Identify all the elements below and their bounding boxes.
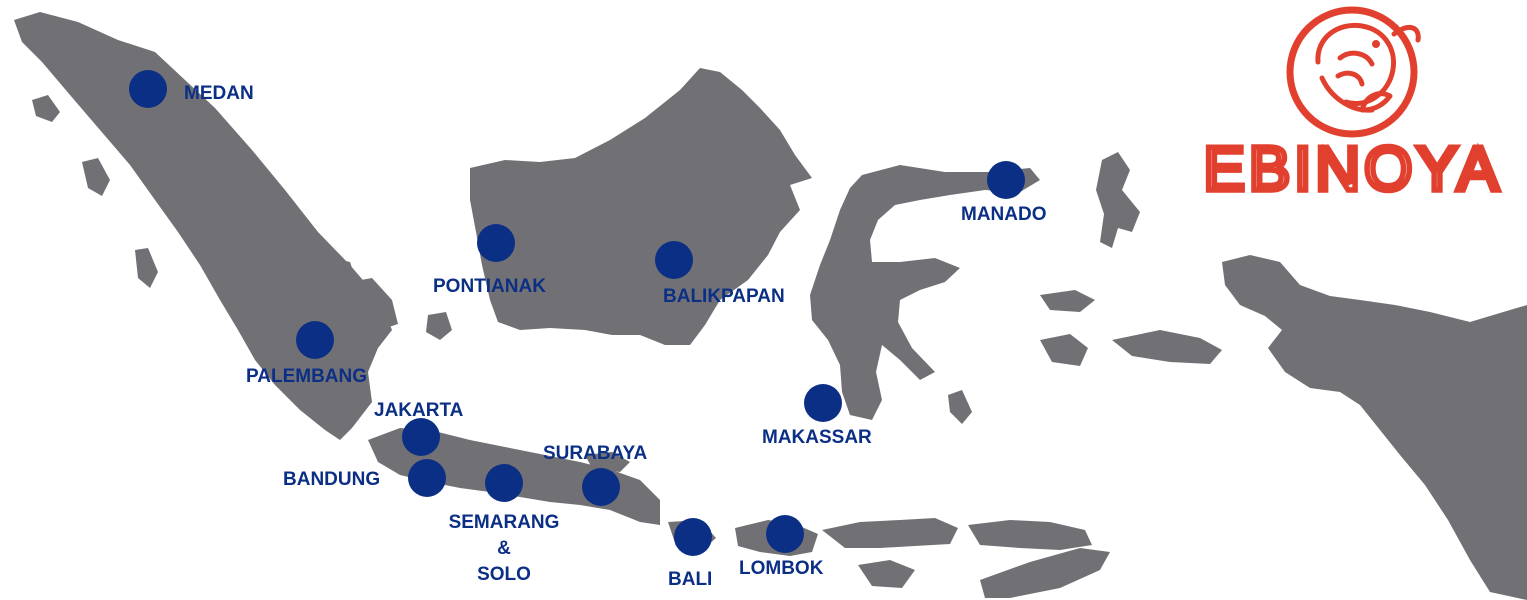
island-seram [1112, 330, 1222, 364]
city-label-medan: MEDAN [184, 83, 254, 104]
city-dot-jakarta[interactable] [402, 418, 440, 456]
city-label-bandung: BANDUNG [283, 469, 380, 490]
city-dot-manado[interactable] [987, 161, 1025, 199]
island-buru [1040, 334, 1088, 366]
city-label-lombok: LOMBOK [739, 558, 824, 579]
island-sumba [858, 560, 915, 588]
city-dot-makassar[interactable] [804, 384, 842, 422]
city-dot-palembang[interactable] [296, 321, 334, 359]
city-label-ampersand: & [497, 538, 511, 559]
island-sula [1040, 290, 1095, 312]
island-nias [82, 158, 110, 196]
city-dot-surabaya[interactable] [582, 468, 620, 506]
city-dot-bandung[interactable] [408, 459, 446, 497]
shrimp-icon [1286, 6, 1421, 138]
city-dot-lombok[interactable] [766, 515, 804, 553]
city-label-semarang: SEMARANG [449, 512, 560, 533]
island-buton [948, 390, 972, 424]
city-labels: MEDAN PALEMBANG JAKARTA BANDUNG SEMARANG… [184, 83, 1047, 590]
city-label-balikpapan: BALIKPAPAN [663, 286, 785, 307]
city-markers [129, 70, 1025, 556]
island-madura [585, 452, 630, 472]
island-riau [332, 258, 358, 296]
city-dot-medan[interactable] [129, 70, 167, 108]
city-label-bali: BALI [668, 569, 712, 590]
city-label-makassar: MAKASSAR [762, 427, 872, 448]
city-dot-pontianak[interactable] [477, 224, 515, 262]
city-label-pontianak: PONTIANAK [433, 276, 546, 297]
city-label-jakarta: JAKARTA [374, 400, 464, 421]
city-label-solo: SOLO [477, 564, 531, 585]
island-siberut [135, 248, 158, 288]
island-sumbawa [822, 518, 958, 548]
city-dot-semarang[interactable] [485, 464, 523, 502]
city-label-manado: MANADO [961, 204, 1047, 225]
island-sulawesi [810, 165, 1040, 420]
city-label-palembang: PALEMBANG [246, 366, 367, 387]
island-flores [968, 520, 1092, 550]
brand-logo: EBINOYA [1201, 6, 1502, 207]
brand-wordmark: EBINOYA [1203, 135, 1502, 204]
city-label-surabaya: SURABAYA [543, 443, 647, 464]
island-kalimantan [470, 68, 812, 345]
island-halmahera [1096, 152, 1140, 248]
city-dot-bali[interactable] [674, 518, 712, 556]
city-dot-balikpapan[interactable] [655, 241, 693, 279]
island-papua [1222, 255, 1527, 600]
island-bangka [350, 278, 398, 330]
island-belitung [426, 312, 452, 340]
island-simeulue [32, 95, 60, 122]
island-timor [980, 548, 1110, 598]
